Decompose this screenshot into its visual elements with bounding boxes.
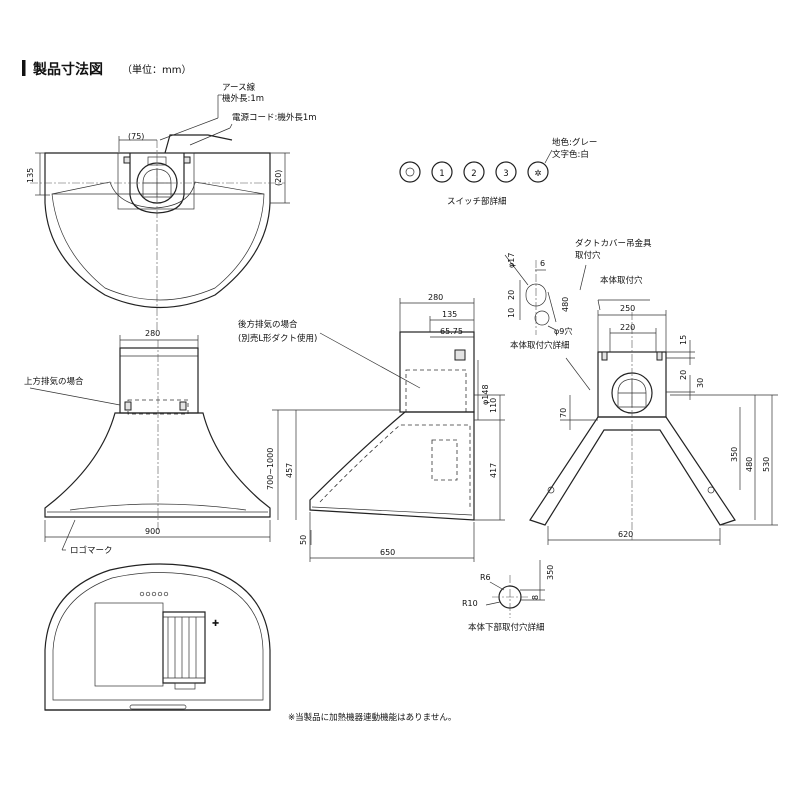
dim-620: 620 <box>618 530 633 539</box>
label-switch-detail: スイッチ部詳細 <box>447 196 507 207</box>
dim-457: 457 <box>285 463 294 478</box>
label-duct-hanger: ダクトカバー吊金具 <box>575 238 652 249</box>
bottom-view: ✚ <box>44 563 271 711</box>
front-view <box>29 335 271 551</box>
dim-20-rear: 20 <box>679 370 688 380</box>
dim-280-side: 280 <box>428 293 443 302</box>
label-body-hole: 本体取付穴 <box>600 275 643 286</box>
dim-65-75: 65.75 <box>440 327 463 336</box>
switch-panel: ✲ <box>399 149 553 183</box>
dim-135-top: 135 <box>26 168 35 183</box>
label-top-exhaust: 上方排気の場合 <box>24 376 84 387</box>
dim-110: 110 <box>489 398 498 413</box>
label-logo-mark: ロゴマーク <box>70 545 113 556</box>
side-view <box>272 298 505 562</box>
label-bottom-hole-detail: 本体下部取付穴詳細 <box>468 622 545 633</box>
dim-220: 220 <box>620 323 635 332</box>
dim-r6: R6 <box>480 573 491 582</box>
dim-900: 900 <box>145 527 160 536</box>
label-ground-color: 地色:グレー <box>552 137 597 148</box>
dim-480-hole: 480 <box>561 297 570 312</box>
note-text: ※当製品に加熱機器連動機能はありません。 <box>288 712 456 723</box>
dim-135-side: 135 <box>442 310 457 319</box>
unit-label: （単位：mm） <box>122 63 191 76</box>
dim-6: 6 <box>540 259 545 268</box>
bottom-hole-detail <box>485 560 545 618</box>
top-view <box>30 94 290 330</box>
dim-phi148: φ148 <box>481 384 490 405</box>
dim-417: 417 <box>489 463 498 478</box>
rear-view <box>529 264 778 545</box>
label-power-cord: 電源コード:機外長1m <box>232 112 317 123</box>
dim-15: 15 <box>679 335 688 345</box>
dim-20-top: (20) <box>274 170 283 186</box>
dim-70: 70 <box>559 408 568 418</box>
dim-250: 250 <box>620 304 635 313</box>
dim-280-front: 280 <box>145 329 160 338</box>
label-earth-wire: アース線 <box>222 82 256 93</box>
label-duct-hanger-hole: 取付穴 <box>575 250 601 261</box>
switch-1: 1 <box>439 169 444 179</box>
dim-530: 530 <box>762 457 771 472</box>
page-title: 製品寸法図 <box>32 61 103 78</box>
light-icon: ✲ <box>534 169 541 179</box>
switch-3: 3 <box>503 169 508 179</box>
dim-480-rear: 480 <box>745 457 754 472</box>
label-rear-exhaust-note: (別売L形ダクト使用) <box>238 333 317 344</box>
dim-r10: R10 <box>462 599 478 608</box>
cross-mark-icon: ✚ <box>212 619 219 629</box>
dim-8: 8 <box>531 595 540 600</box>
dim-phi9: φ9穴 <box>554 326 572 336</box>
dim-50: 50 <box>299 535 308 545</box>
dim-30: 30 <box>696 378 705 388</box>
dim-350-rear: 350 <box>730 447 739 462</box>
label-body-hole-detail: 本体取付穴詳細 <box>510 340 570 351</box>
dim-10-hole: 10 <box>507 308 516 318</box>
label-earth-wire-len: 機外長:1m <box>222 93 264 104</box>
dim-700-1000: 700~1000 <box>266 448 275 490</box>
dim-350-bottom: 350 <box>546 565 555 580</box>
dim-20-hole: 20 <box>507 290 516 300</box>
dim-75: (75) <box>128 132 144 141</box>
title-marker <box>22 60 26 76</box>
switch-2: 2 <box>471 169 476 179</box>
label-rear-exhaust: 後方排気の場合 <box>238 319 298 330</box>
dim-phi17: φ17 <box>507 253 516 268</box>
label-text-color: 文字色:白 <box>552 149 589 160</box>
hole-detail <box>504 254 557 335</box>
dim-650: 650 <box>380 548 395 557</box>
